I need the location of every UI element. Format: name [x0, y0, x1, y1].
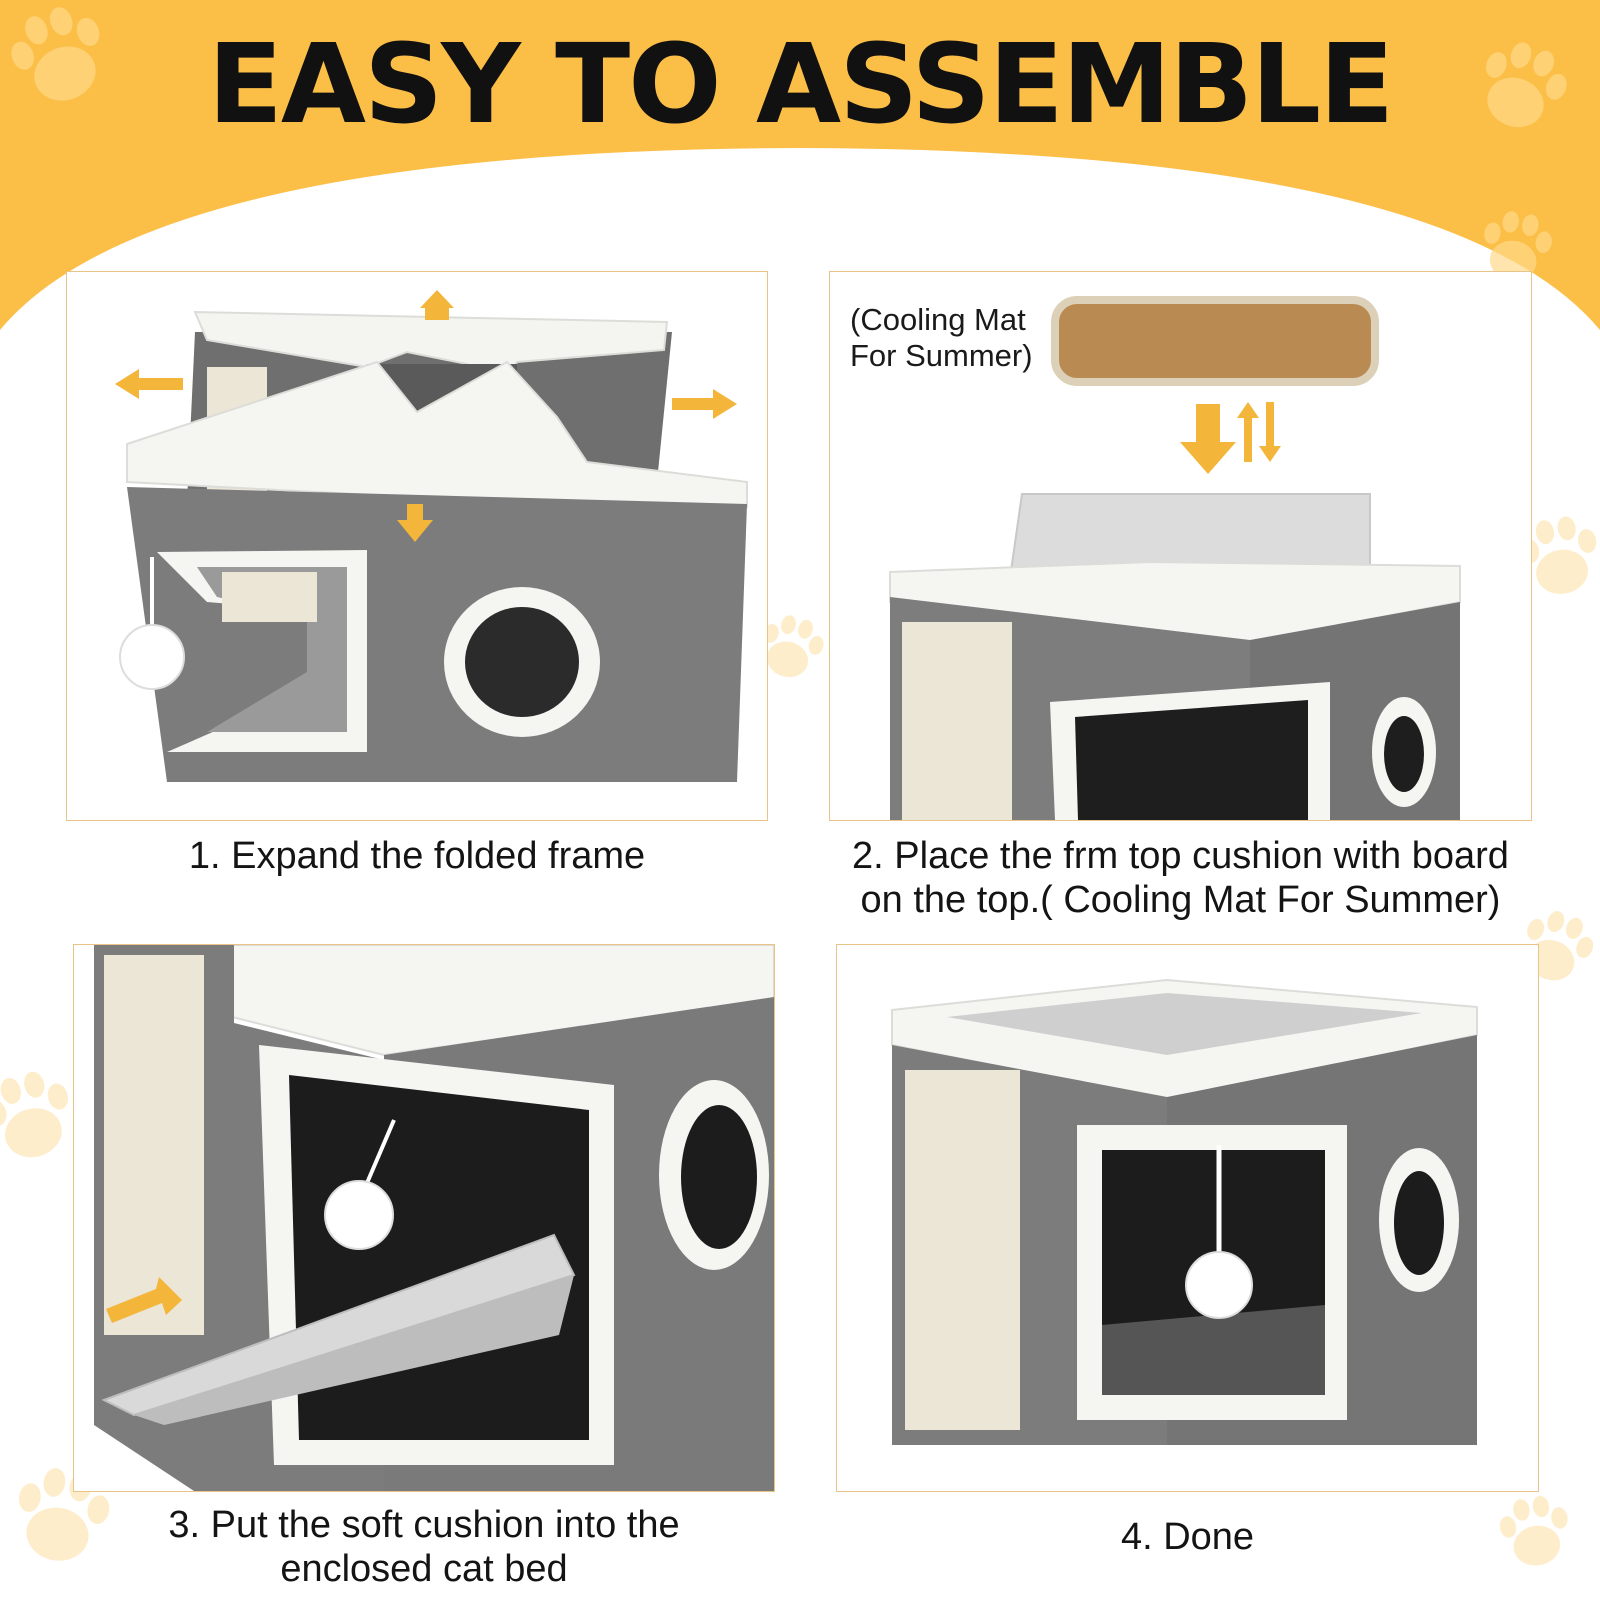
finished-bed-photo	[891, 978, 1478, 1445]
step-2-image: (Cooling Mat For Summer)	[829, 271, 1532, 821]
arrow-right-icon	[106, 1277, 182, 1323]
step-2-caption: 2. Place the frm top cushion with board …	[829, 834, 1532, 922]
cooling-mat-label: (Cooling Mat For Summer)	[850, 302, 1033, 374]
page-title: EASY TO ASSEMBLE	[207, 20, 1395, 148]
arrow-down-icon	[397, 504, 433, 542]
step-4-caption: 4. Done	[1120, 1516, 1255, 1558]
step-3-caption: 3. Put the soft cushion into the enclose…	[73, 1503, 775, 1591]
step-1-caption: 1. Expand the folded frame	[188, 835, 646, 877]
step-3-image	[73, 944, 775, 1492]
expanded-frame-photo	[119, 310, 748, 782]
arrow-left-icon	[115, 369, 183, 399]
step-2-caption-line-2: on the top.( Cooling Mat For Summer)	[860, 879, 1501, 921]
cooling-mat-label-line-1: (Cooling Mat	[850, 302, 1026, 337]
top-cushion-photo	[889, 296, 1461, 820]
arrow-right-icon	[672, 389, 737, 419]
step-4-image	[836, 944, 1539, 1492]
cooling-mat-label-line-2: For Summer)	[850, 338, 1033, 373]
step-1-image	[66, 271, 768, 821]
step-3-caption-line-1: 3. Put the soft cushion into the	[168, 1504, 680, 1546]
step-2-caption-line-1: 2. Place the frm top cushion with board	[852, 835, 1509, 877]
paw-print-icon	[0, 1064, 82, 1167]
swap-arrows-icon	[1237, 402, 1281, 462]
arrow-up-icon	[420, 290, 454, 320]
banner-shape	[0, 0, 1600, 330]
cooling-mat	[1051, 296, 1379, 386]
insert-cushion-photo	[94, 945, 774, 1491]
arrow-down-icon	[1180, 404, 1236, 474]
step-3-caption-line-2: enclosed cat bed	[280, 1548, 568, 1590]
